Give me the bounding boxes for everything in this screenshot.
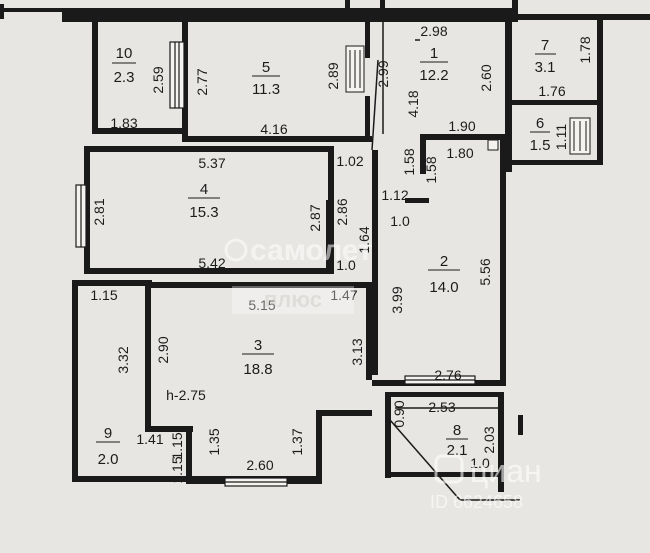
dimension-label: 2.86 xyxy=(334,198,350,225)
dimension-label: 1.37 xyxy=(289,428,305,455)
dimension-label: 1.78 xyxy=(577,36,593,63)
windows xyxy=(75,41,476,487)
room-area: 15.3 xyxy=(189,204,218,221)
dimension-label: 1.02 xyxy=(336,153,363,169)
room-area: 1.5 xyxy=(530,137,551,154)
dimension-label: 2.77 xyxy=(194,68,210,95)
dimension-label: 1.35 xyxy=(206,428,222,455)
room-number: 5 xyxy=(262,59,270,76)
dimension-label: 1.83 xyxy=(110,115,137,131)
room-number: 4 xyxy=(200,181,208,198)
dimension-label: 1.80 xyxy=(446,145,473,161)
dimension-label: 3.99 xyxy=(389,286,405,313)
dimension-label: 1.0 xyxy=(470,455,490,471)
dimension-label: 2.87 xyxy=(307,204,323,231)
room-number: 9 xyxy=(104,425,112,442)
dimension-label: 2.99 xyxy=(375,60,391,87)
room-labels: 10 2.3 5 11.3 1 12.2 7 3.1 6 1.5 4 15.3 … xyxy=(96,37,556,468)
watermark-cian-text: циан xyxy=(470,453,542,489)
watermark-cian: циан ID 6624658 xyxy=(430,453,542,512)
room-number: 10 xyxy=(116,45,133,62)
room-area: 11.3 xyxy=(252,81,280,98)
dimension-label: 3.13 xyxy=(349,338,365,365)
room-area: 2.0 xyxy=(98,451,119,468)
dimension-labels: 2.59 1.83 2.77 2.89 4.16 2.99 2.98 4.18 … xyxy=(90,23,593,484)
dimension-label: 1.90 xyxy=(448,118,475,134)
dimension-label: 5.56 xyxy=(477,258,493,285)
walls xyxy=(0,0,650,492)
dimension-label: 2.81 xyxy=(91,198,107,225)
watermark-samolet: самолет плюс xyxy=(224,234,373,314)
ceiling-height: h-2.75 xyxy=(166,387,206,403)
radiators xyxy=(345,45,591,155)
dimension-label: 1.58 xyxy=(401,148,417,175)
dimension-label: 2.60 xyxy=(478,64,494,91)
dimension-label: 1.15 xyxy=(169,456,185,483)
dimension-label: 4.18 xyxy=(405,90,421,117)
dimension-label: 1.11 xyxy=(553,124,569,150)
dimension-label: 4.16 xyxy=(260,121,287,137)
dimension-label: 0.90 xyxy=(391,400,407,427)
dimension-label: 5.37 xyxy=(198,155,225,171)
dimension-label: 2.98 xyxy=(420,23,447,39)
room-area: 2.3 xyxy=(114,69,135,86)
room-area: 14.0 xyxy=(429,279,458,296)
watermark-brand-sub: плюс xyxy=(264,287,322,312)
room-area: 12.2 xyxy=(419,67,448,84)
dimension-label: 2.90 xyxy=(155,336,171,363)
dimension-label: 1.15 xyxy=(169,432,185,459)
room-number: 7 xyxy=(541,37,549,54)
dimension-label: 1.0 xyxy=(390,213,410,229)
room-area: 18.8 xyxy=(243,361,272,378)
watermark-listing-id: ID 6624658 xyxy=(430,492,523,512)
brand-logo-icon xyxy=(224,238,248,262)
dimension-label: 1.76 xyxy=(538,83,565,99)
dimension-label: 2.89 xyxy=(325,62,341,89)
dimension-label: 2.03 xyxy=(481,426,497,453)
dimension-label: 1.41 xyxy=(136,431,163,447)
room-area: 3.1 xyxy=(535,59,556,76)
room-number: 8 xyxy=(453,422,461,439)
dimension-label: 1.58 xyxy=(423,156,439,183)
room-number: 3 xyxy=(254,337,262,354)
dimension-label: 5.42 xyxy=(198,255,225,271)
dimension-label: 2.53 xyxy=(428,399,455,415)
thin-lines xyxy=(371,22,520,501)
brand-sub-badge xyxy=(232,286,354,314)
dimension-label: 1.47 xyxy=(330,287,357,303)
room-number: 2 xyxy=(440,253,448,270)
cian-logo-icon xyxy=(434,454,464,484)
dimension-label: 1.64 xyxy=(356,226,372,253)
dimension-label: 2.60 xyxy=(246,457,273,473)
dimension-label: 3.32 xyxy=(115,346,131,373)
dimension-label: 1.12 xyxy=(381,187,408,203)
room-number: 6 xyxy=(536,115,544,132)
dimension-label: 2.59 xyxy=(150,66,166,93)
watermark-brand: самолет xyxy=(250,234,373,267)
dimension-label: 5.15 xyxy=(248,297,275,313)
dimension-label: 2.76 xyxy=(434,367,461,383)
room-number: 1 xyxy=(430,45,438,62)
dimension-label: 1.15 xyxy=(90,287,117,303)
dimension-label: 1.0 xyxy=(336,257,356,273)
